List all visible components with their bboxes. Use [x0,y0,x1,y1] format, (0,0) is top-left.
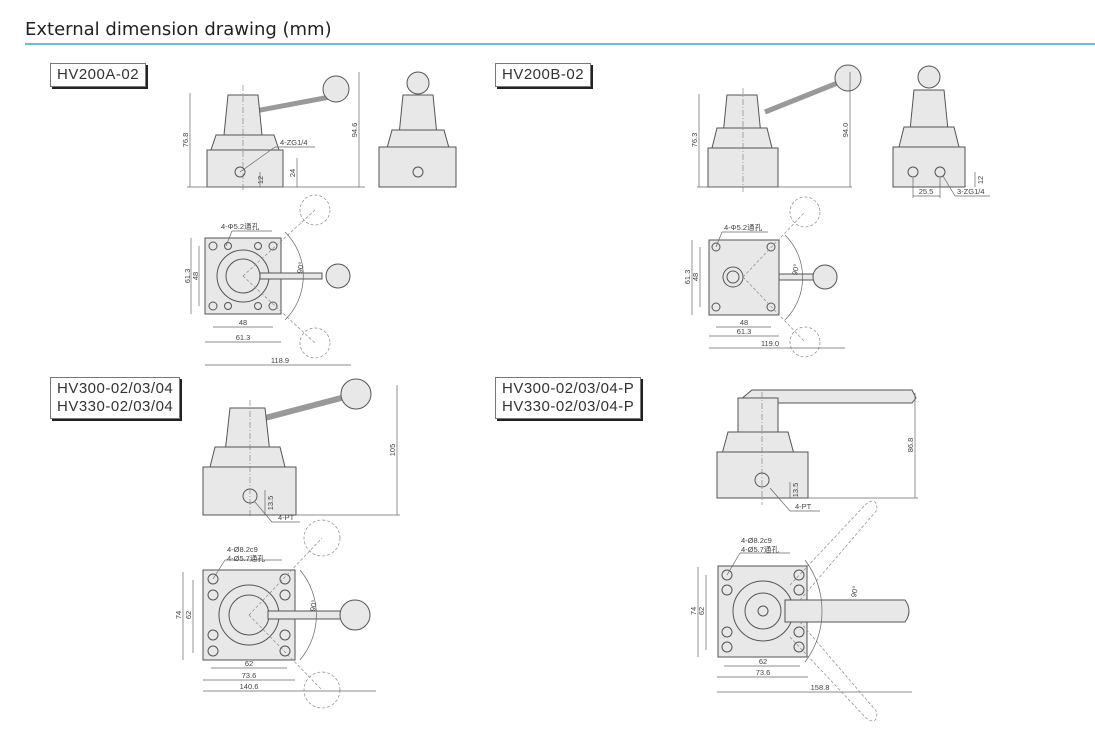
title-divider [25,43,1095,45]
page-title: External dimension drawing (mm) [25,19,332,40]
hv200b-top-view: 4-Φ5.2通孔 90° 61.3 48 48 61.3 119.0 [683,196,845,358]
dim-holes: 4-Ø5.7通孔 [227,553,265,563]
hv200b-side-view: 25.5 3-ZG1/4 12 [892,65,990,198]
hv200a-side-view [378,71,457,188]
dim-inner: 62 [759,657,767,666]
model-label-line: HV200B-02 [502,66,585,83]
dim-outer: 61.3 [236,333,251,342]
dim-height-body: 76.3 [690,133,699,148]
dim-port: 4-ZG1/4 [280,138,308,147]
dim-outer: 61.3 [737,327,752,336]
dim-base-height: 24 [288,169,297,177]
dim-angle: 90° [295,261,306,274]
dim-pin: 4-Ø8.2c9 [227,545,258,554]
dim-outer: 73.6 [756,668,771,677]
dim-port-height: 12 [256,176,265,184]
dim-height-total: 94.6 [350,123,359,138]
dim-inner-vertical: 48 [691,273,700,281]
dim-angle: 90° [849,585,860,598]
model-label-line: HV200A-02 [57,66,140,83]
dim-total: 119.0 [761,339,779,348]
dim-inner: 48 [239,318,247,327]
dim-port: 4-PT [795,502,812,511]
hv200a-front-view: 76.8 94.6 4-ZG1/4 12 24 [181,72,365,192]
dim-total: 118.9 [271,356,289,365]
dim-inner-vertical: 48 [191,272,200,280]
hv300p-top-view: 4-Ø8.2c9 4-Ø5.7通孔 90° 74 62 62 73.6 158.… [689,500,912,722]
hv200a-top-view: 4-Φ5.2通孔 90° 61.3 48 48 61.3 118.9 [183,194,351,366]
model-label-hv200b: HV200B-02 [495,63,592,87]
model-label-line: HV300-02/03/04-P [502,380,635,397]
dim-inner: 48 [740,318,748,327]
dim-outer-vertical: 74 [174,611,183,619]
hv200b-front-view: 76.3 94.0 [690,64,862,192]
model-label-line: HV330-02/03/04-P [502,398,635,415]
dim-inner-vertical: 62 [184,611,193,619]
dim-height-body: 76.8 [181,133,190,148]
dim-pin: 4-Ø8.2c9 [741,536,772,545]
model-label-line: HV300-02/03/04 [57,380,174,397]
dim-outer: 73.6 [242,671,257,680]
dim-holes: 4-Ø5.7通孔 [741,544,779,554]
dim-height-total: 86.8 [906,438,915,453]
dim-outer-vertical: 61.3 [683,270,692,285]
dim-inner-vertical: 62 [697,607,706,615]
dim-outer-vertical: 61.3 [183,269,192,284]
dim-total: 158.8 [811,683,830,692]
dim-port-height: 12 [976,176,985,184]
hv300-front-view: 105 13.5 4-PT [202,378,400,523]
hv300-top-view: 4-Ø8.2c9 4-Ø5.7通孔 90° 74 62 62 73.6 140.… [174,519,376,709]
dim-port-spacing: 25.5 [919,187,934,196]
dim-height-total: 94.0 [841,123,850,138]
dim-port-height: 13.5 [791,483,800,498]
model-label-line: HV330-02/03/04 [57,398,174,415]
dim-port: 4-PT [278,513,295,522]
dim-outer-vertical: 74 [689,607,698,615]
dim-holes: 4-Φ5.2通孔 [724,222,763,232]
dim-angle: 90° [790,263,801,276]
dim-port: 3-ZG1/4 [957,187,985,196]
dim-angle: 90° [308,599,319,612]
hv300p-front-view: 86.8 13.5 4-PT [716,389,918,512]
dim-inner: 62 [245,659,253,668]
dim-total: 140.6 [240,682,259,691]
dim-holes: 4-Φ5.2通孔 [221,221,260,231]
model-label-hv200a: HV200A-02 [50,63,147,87]
dim-height-total: 105 [388,444,397,457]
dim-port-height: 13.5 [266,496,275,511]
